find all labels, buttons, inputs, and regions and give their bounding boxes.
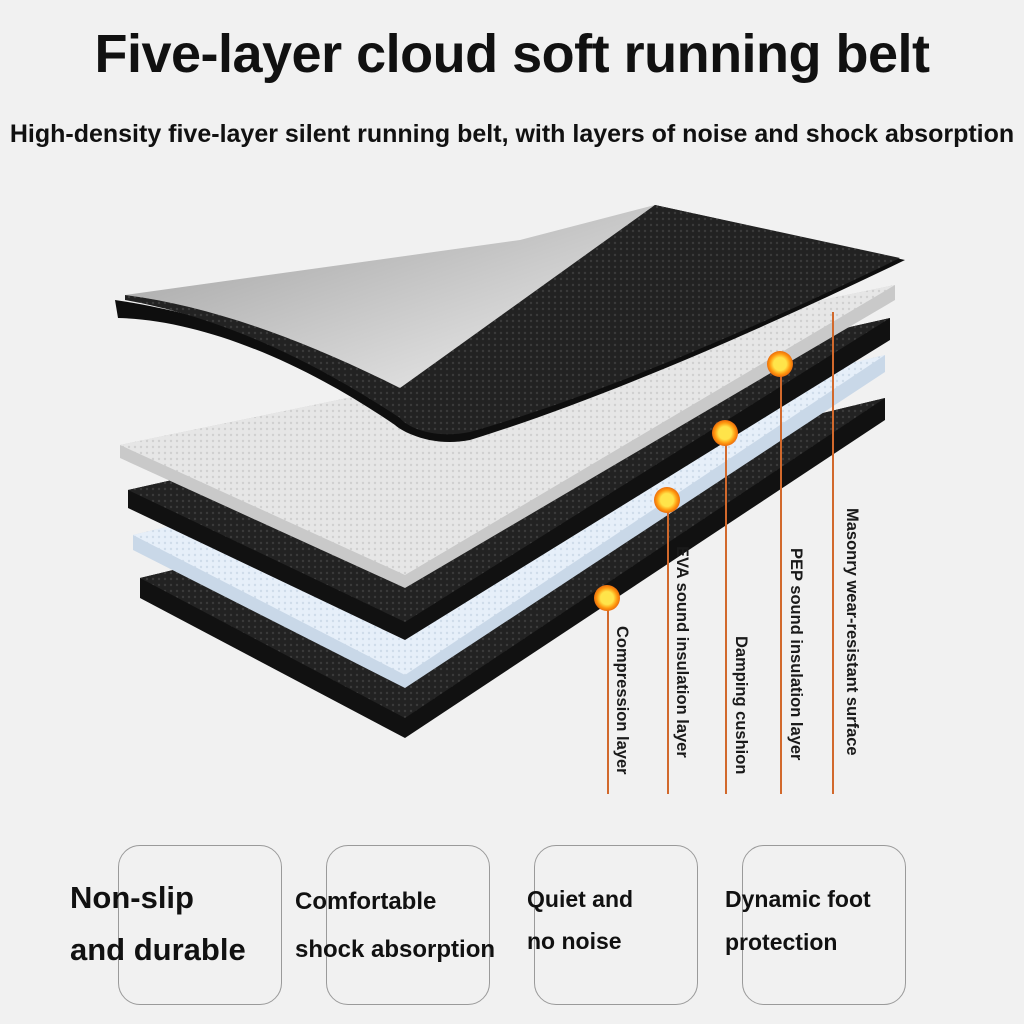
- leader-line-compression: [607, 598, 609, 794]
- feature-non-slip-line1: Non-slip: [70, 880, 194, 915]
- feature-comfortable-line1: Comfortable: [295, 888, 437, 915]
- page-title: Five-layer cloud soft running belt: [94, 24, 930, 84]
- label-compression-layer: Compression layer: [613, 626, 631, 775]
- page-subtitle: High-density five-layer silent running b…: [9, 120, 1015, 148]
- feature-dynamic-line1: Dynamic foot: [725, 886, 871, 912]
- feature-box-non-slip: [118, 845, 282, 1005]
- label-pep-layer: PEP sound insulation layer: [787, 548, 805, 761]
- belt-layers-illustration: [115, 205, 905, 738]
- leader-line-eva: [667, 500, 669, 794]
- label-damping-cushion: Damping cushion: [732, 636, 750, 775]
- marker-dot-compression: [594, 585, 620, 611]
- feature-dynamic-line2: protection: [725, 929, 838, 955]
- layer-surface: [115, 205, 905, 443]
- marker-dot-pep: [767, 351, 793, 377]
- feature-quiet-line2: no noise: [527, 928, 622, 954]
- label-masonry-surface: Masonry wear-resistant surface: [843, 508, 861, 756]
- leader-line-pep: [780, 364, 782, 794]
- leader-line-surface: [832, 312, 834, 794]
- marker-dot-eva: [654, 487, 680, 513]
- feature-non-slip-line2: and durable: [70, 932, 246, 967]
- leader-line-damping: [725, 433, 727, 794]
- feature-comfortable-line2: shock absorption: [295, 936, 496, 963]
- layer-pep: [120, 285, 895, 588]
- feature-box-dynamic: [742, 845, 906, 1005]
- feature-box-quiet: [534, 845, 698, 1005]
- label-eva-layer: EVA sound insulation layer: [673, 546, 691, 758]
- marker-dot-damping: [712, 420, 738, 446]
- feature-box-comfortable: [326, 845, 490, 1005]
- feature-quiet-line1: Quiet and: [527, 886, 634, 912]
